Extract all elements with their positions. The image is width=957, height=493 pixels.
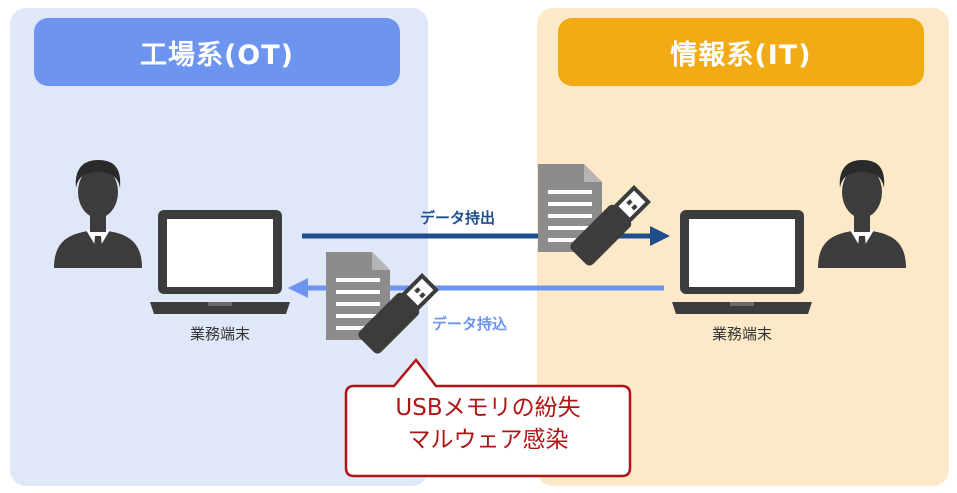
document-usb-export [538,164,652,266]
risk-callout-bubble [344,358,632,478]
laptop-icon [672,210,812,314]
import-label: データ持込 [432,315,508,333]
ot-zone-title: 工場系(OT) [34,18,400,86]
it-zone-title: 情報系(IT) [558,18,924,86]
callout-line-2: マルウェア感染 [407,427,569,453]
person-icon [818,160,906,268]
usb-memory-icon [570,184,652,266]
right-terminal-label: 業務端末 [711,325,772,343]
export-label: データ持出 [420,209,496,227]
export-arrowhead [650,226,670,246]
person-icon [54,160,142,268]
left-terminal-label: 業務端末 [189,325,250,343]
usb-memory-icon [358,272,440,354]
callout-line-1: USBメモリの紛失 [395,395,581,421]
import-arrowhead [288,278,308,298]
risk-callout-text: USBメモリの紛失 マルウェア感染 [352,392,624,456]
document-usb-import [326,252,440,354]
laptop-icon [150,210,290,314]
